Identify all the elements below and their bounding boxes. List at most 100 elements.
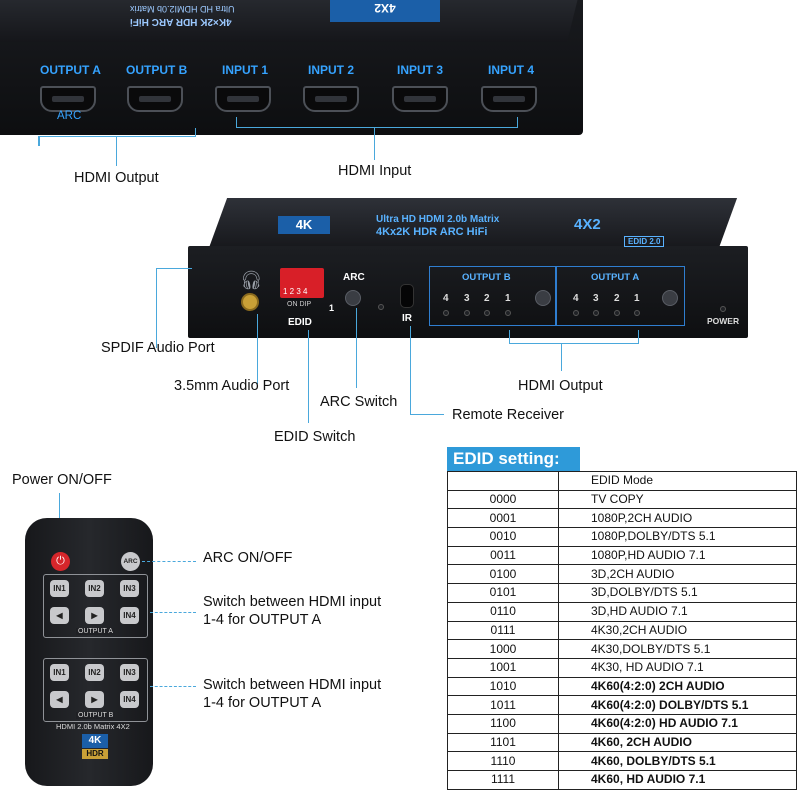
spdif-callout: SPDIF Audio Port xyxy=(101,340,215,356)
arc-onoff-caption: ARC ON/OFF xyxy=(203,550,293,566)
front-title-line2: 4Kx2K HDR ARC HiFi xyxy=(376,226,488,238)
leader-line xyxy=(356,308,357,388)
led-b-4: 4 xyxy=(443,293,449,304)
in1-button-a[interactable]: IN1 xyxy=(50,580,69,597)
port-label-input-3: INPUT 3 xyxy=(397,63,444,77)
leader-line xyxy=(156,268,192,269)
edid-code-cell: 1110 xyxy=(447,751,559,771)
leader-line xyxy=(116,136,117,166)
arc-switch-button[interactable] xyxy=(345,290,361,306)
led-b-1: 1 xyxy=(505,293,511,304)
in3-button-b[interactable]: IN3 xyxy=(120,664,139,681)
edid-mode-cell: 4K30, HD AUDIO 7.1 xyxy=(558,657,797,678)
top-brand-badge: 4X2 xyxy=(330,0,440,22)
edid-code-cell: 1001 xyxy=(447,657,559,678)
leader-line xyxy=(410,414,444,415)
arc-button[interactable]: ARC xyxy=(121,552,140,571)
in2-button-b[interactable]: IN2 xyxy=(85,664,104,681)
top-subtitle-text: Ultra HD HDMI2.0b Matrix xyxy=(130,4,235,14)
right-arrow-icon[interactable]: ▶ xyxy=(85,607,104,624)
table-header-row: EDID Mode xyxy=(447,471,797,491)
power-led xyxy=(720,306,726,312)
output-a-switch-button[interactable] xyxy=(662,290,678,306)
in1-button-b[interactable]: IN1 xyxy=(50,664,69,681)
table-header-cell: EDID Mode xyxy=(558,471,797,491)
led-a-4: 4 xyxy=(573,293,579,304)
hdmi-port-output-a xyxy=(40,86,96,112)
edid-mode-cell: 4K60, 2CH AUDIO xyxy=(558,732,797,753)
switch-a-caption-line1: Switch between HDMI input xyxy=(203,594,382,610)
headphone-icon: 🎧︎ xyxy=(240,270,263,290)
edid-code-cell: 0000 xyxy=(447,489,559,510)
right-arrow-icon[interactable]: ▶ xyxy=(85,691,104,708)
output-a-led xyxy=(573,310,579,316)
port-label-input-4: INPUT 4 xyxy=(488,63,535,77)
led-a-2: 2 xyxy=(614,293,620,304)
leader-line xyxy=(638,330,639,343)
dip-numbers: 1 2 3 4 xyxy=(283,287,308,296)
output-b-led xyxy=(505,310,511,316)
output-a-led xyxy=(614,310,620,316)
edid-code-cell: 1011 xyxy=(447,695,559,715)
port-label-output-a: OUTPUT A xyxy=(40,63,101,77)
hdmi-port-output-b xyxy=(127,86,183,112)
led-a-1: 1 xyxy=(634,293,640,304)
arc-port-label: ARC xyxy=(57,110,82,122)
left-arrow-icon[interactable]: ◀ xyxy=(50,607,69,624)
left-arrow-icon[interactable]: ◀ xyxy=(50,691,69,708)
audio-35mm-callout: 3.5mm Audio Port xyxy=(174,378,290,394)
edid-mode-cell: 4K30,DOLBY/DTS 5.1 xyxy=(558,639,797,659)
edid-mode-cell: 4K60, DOLBY/DTS 5.1 xyxy=(558,751,797,771)
in4-button-a[interactable]: IN4 xyxy=(120,607,139,624)
hdmi-port-input-4 xyxy=(481,86,537,112)
in4-button-b[interactable]: IN4 xyxy=(120,691,139,708)
power-label: POWER xyxy=(707,316,740,326)
switch-b-caption-line1: Switch between HDMI input xyxy=(203,677,382,693)
in3-button-a[interactable]: IN3 xyxy=(120,580,139,597)
edid-code-cell: 1010 xyxy=(447,676,559,697)
edid-mode-cell: TV COPY xyxy=(558,489,797,510)
arc-label: ARC xyxy=(343,272,365,283)
power-onoff-caption: Power ON/OFF xyxy=(12,472,112,488)
edid-code-cell: 1101 xyxy=(447,732,559,753)
edid-dip-switch[interactable] xyxy=(280,268,324,298)
leader-line xyxy=(517,117,518,127)
hdmi-port-input-2 xyxy=(303,86,359,112)
output-a-label: OUTPUT A xyxy=(591,272,640,283)
remote-4k-logo: 4K xyxy=(82,734,108,748)
remote-model-text: HDMI 2.0b Matrix 4X2 xyxy=(56,722,130,731)
in2-button-a[interactable]: IN2 xyxy=(85,580,104,597)
table-header-cell xyxy=(447,471,559,491)
output-b-group xyxy=(429,266,557,326)
switch-b-caption-line2: 1-4 for OUTPUT A xyxy=(203,695,322,711)
edid-code-cell: 0111 xyxy=(447,620,559,641)
edid-code-cell: 0001 xyxy=(447,508,559,529)
leader-line xyxy=(308,330,309,423)
power-button[interactable]: ⏻ xyxy=(51,552,70,571)
edid-code-cell: 0110 xyxy=(447,601,559,622)
remote-output-a-label: OUTPUT A xyxy=(76,628,115,635)
leader-line xyxy=(236,127,518,128)
output-b-switch-button[interactable] xyxy=(535,290,551,306)
front-4k-logo: 4K xyxy=(278,216,330,234)
led-b-3: 3 xyxy=(464,293,470,304)
leader-line xyxy=(38,136,196,137)
output-a-group xyxy=(555,266,685,326)
edid-mode-cell: 4K30,2CH AUDIO xyxy=(558,620,797,641)
dip-text: ON DIP xyxy=(287,301,312,308)
hdmi-output-caption: HDMI Output xyxy=(74,170,159,186)
edid-code-cell: 0011 xyxy=(447,545,559,566)
leader-line xyxy=(236,117,237,127)
leader-line xyxy=(142,561,196,563)
switch-a-caption-line2: 1-4 for OUTPUT A xyxy=(203,612,322,628)
edid-mode-cell: 4K60(4:2:0) DOLBY/DTS 5.1 xyxy=(558,695,797,715)
leader-line xyxy=(509,330,510,343)
